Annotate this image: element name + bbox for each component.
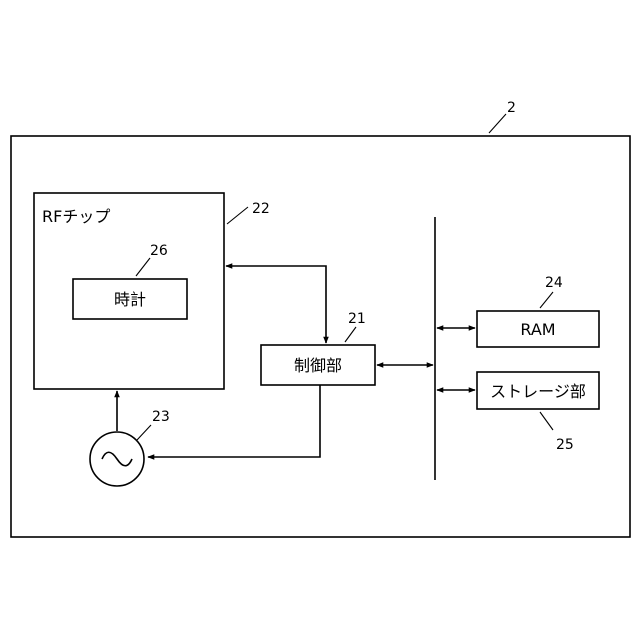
clock-ref-number: 26 — [150, 243, 168, 259]
clock-label: 時計 — [114, 290, 146, 309]
rf-chip-controller-link — [226, 266, 326, 343]
ram-ref-number: 24 — [545, 275, 563, 291]
oscillator-ref-number: 23 — [152, 409, 170, 425]
storage-label: ストレージ部 — [490, 382, 586, 401]
device-ref-leader — [489, 114, 506, 133]
controller-ref-leader — [345, 327, 356, 342]
oscillator-wave-icon — [102, 452, 132, 466]
clock-ref-leader — [136, 258, 150, 276]
ram-ref-leader — [540, 292, 553, 308]
storage-ref-number: 25 — [556, 437, 574, 453]
oscillator-ref-leader — [137, 425, 151, 440]
rf-chip-ref-leader — [227, 207, 248, 224]
controller-oscillator-link — [148, 385, 320, 457]
rf-chip-ref-number: 22 — [252, 201, 270, 217]
controller-label: 制御部 — [294, 356, 342, 375]
storage-ref-leader — [540, 412, 553, 430]
controller-ref-number: 21 — [348, 311, 366, 327]
device-ref-number: 2 — [507, 100, 516, 116]
ram-label: RAM — [520, 320, 555, 339]
rf-chip-label: RFチップ — [42, 207, 110, 226]
